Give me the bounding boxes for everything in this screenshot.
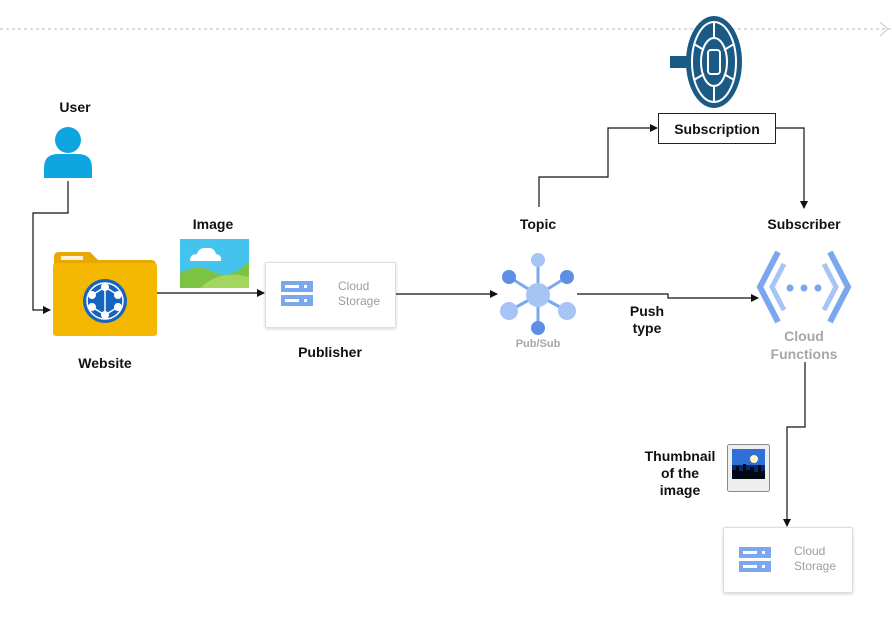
cloud-storage-card[interactable]: Cloud Storage [265, 262, 396, 328]
subscription-box[interactable]: Subscription [658, 113, 776, 144]
cloud-storage-2-line2: Storage [794, 559, 837, 573]
edge-topic-subscription [538, 124, 658, 207]
publisher-label: Publisher [298, 344, 362, 360]
cloud-functions-icon [756, 250, 852, 324]
pubsub-icon [500, 253, 576, 335]
image-label: Image [192, 216, 234, 232]
pubsub-label: Pub/Sub [515, 338, 561, 350]
thumbnail-icon [727, 444, 770, 492]
subscription-logo-icon [670, 16, 742, 108]
cloud-storage-2-line1: Cloud [794, 544, 826, 558]
edge-user-website [32, 181, 69, 314]
push-type-label: Push type [629, 303, 665, 336]
cloud-storage-icon [281, 281, 313, 306]
edge-functions-storage [783, 362, 806, 527]
topic-label: Topic [519, 216, 557, 232]
edge-subscription-subscriber [776, 127, 808, 209]
subscriber-label: Subscriber [767, 216, 841, 232]
edge-pubsub-functions [577, 293, 759, 302]
website-label: Website [78, 355, 132, 371]
cloud-storage-icon [739, 547, 771, 572]
user-icon [44, 127, 92, 178]
cloud-storage-line2: Storage [338, 294, 381, 308]
user-label: User [59, 99, 91, 115]
cloud-storage-line1: Cloud [338, 279, 370, 293]
thumbnail-label: Thumbnail of the image [644, 448, 716, 498]
cloud-storage-card-2[interactable]: Cloud Storage [723, 527, 853, 593]
page-edge-marker [879, 21, 889, 37]
image-icon [180, 239, 249, 288]
website-folder-icon [53, 252, 157, 336]
cloud-functions-label: Cloud Functions [770, 328, 838, 362]
